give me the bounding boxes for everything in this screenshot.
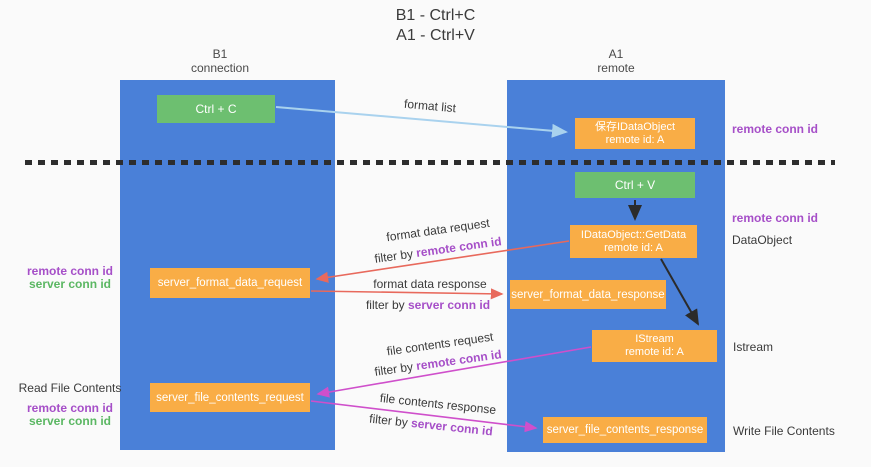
save-idataobject-line2: remote id: A	[605, 133, 665, 146]
ctrl-v-box: Ctrl + V	[575, 172, 695, 198]
server-file-contents-response-label: server_file_contents_response	[546, 424, 704, 436]
file-contents-response-filter-label: filter by server conn id	[369, 412, 494, 439]
left-conn-id-block-1: remote conn id server conn id	[12, 265, 128, 291]
ctrl-v-label: Ctrl + V	[614, 178, 656, 192]
server-file-contents-request-box: server_file_contents_request	[150, 383, 310, 412]
getdata-box: IDataObject::GetData remote id: A	[570, 225, 697, 258]
dashed-divider	[25, 160, 835, 165]
title-line-1: B1 - Ctrl+C	[395, 7, 476, 24]
server-format-data-request-box: server_format_data_request	[150, 268, 310, 298]
file-contents-response-label: file contents response	[379, 390, 497, 418]
left-remote-conn-id-2: remote conn id	[26, 401, 113, 415]
diagram-title: B1 - Ctrl+C A1 - Ctrl+V	[0, 6, 871, 46]
istream-line2: remote id: A	[625, 346, 684, 358]
arrow-format-data-response	[310, 288, 504, 300]
read-file-contents-label: Read File Contents	[18, 381, 122, 395]
server-file-contents-request-label: server_file_contents_request	[156, 391, 304, 404]
istream-side-label: Istream	[733, 340, 774, 354]
left-server-conn-id-1: server conn id	[28, 277, 112, 291]
right-column-header: A1 remote	[507, 47, 725, 75]
istream-box: IStream remote id: A	[592, 330, 717, 362]
left-server-conn-id-2: server conn id	[28, 414, 112, 428]
server-conn-id-text: server conn id	[410, 415, 494, 439]
format-data-response-filter-label: filter by server conn id	[366, 298, 490, 312]
server-conn-id-text: server conn id	[408, 298, 491, 312]
istream-line1: IStream	[635, 333, 674, 345]
server-format-data-response-box: server_format_data_response	[510, 280, 666, 309]
write-file-contents-label: Write File Contents	[733, 424, 835, 438]
ctrl-c-box: Ctrl + C	[157, 95, 275, 123]
ctrl-c-label: Ctrl + C	[195, 102, 237, 116]
save-idataobject-line1: 保存IDataObject	[594, 120, 676, 133]
left-remote-conn-id-1: remote conn id	[26, 264, 113, 278]
left-column-header: B1 connection	[120, 47, 320, 75]
server-format-data-request-label: server_format_data_request	[157, 277, 303, 289]
right-column-role: remote	[597, 61, 635, 75]
format-list-label: format list	[403, 96, 457, 116]
filter-by-text: filter by	[365, 298, 405, 312]
filter-by-text: filter by	[373, 359, 414, 379]
server-file-contents-response-box: server_file_contents_response	[543, 417, 707, 443]
getdata-line2: remote id: A	[604, 241, 663, 254]
server-format-data-response-label: server_format_data_response	[511, 288, 665, 301]
right-remote-conn-id-mid: remote conn id	[732, 211, 819, 225]
filter-by-text: filter by	[373, 246, 414, 266]
save-idataobject-box: 保存IDataObject remote id: A	[575, 118, 695, 149]
filter-by-text: filter by	[368, 411, 409, 430]
getdata-line1: IDataObject::GetData	[580, 228, 687, 241]
title-line-2: A1 - Ctrl+V	[396, 27, 475, 44]
right-remote-conn-id-top: remote conn id	[732, 122, 819, 136]
dataobject-label: DataObject	[732, 233, 793, 247]
right-column-name: A1	[608, 47, 624, 61]
left-conn-id-block-2: remote conn id server conn id	[12, 402, 128, 428]
format-data-response-label: format data response	[373, 277, 487, 291]
left-column-name: B1	[212, 47, 228, 61]
left-column-role: connection	[190, 61, 250, 75]
